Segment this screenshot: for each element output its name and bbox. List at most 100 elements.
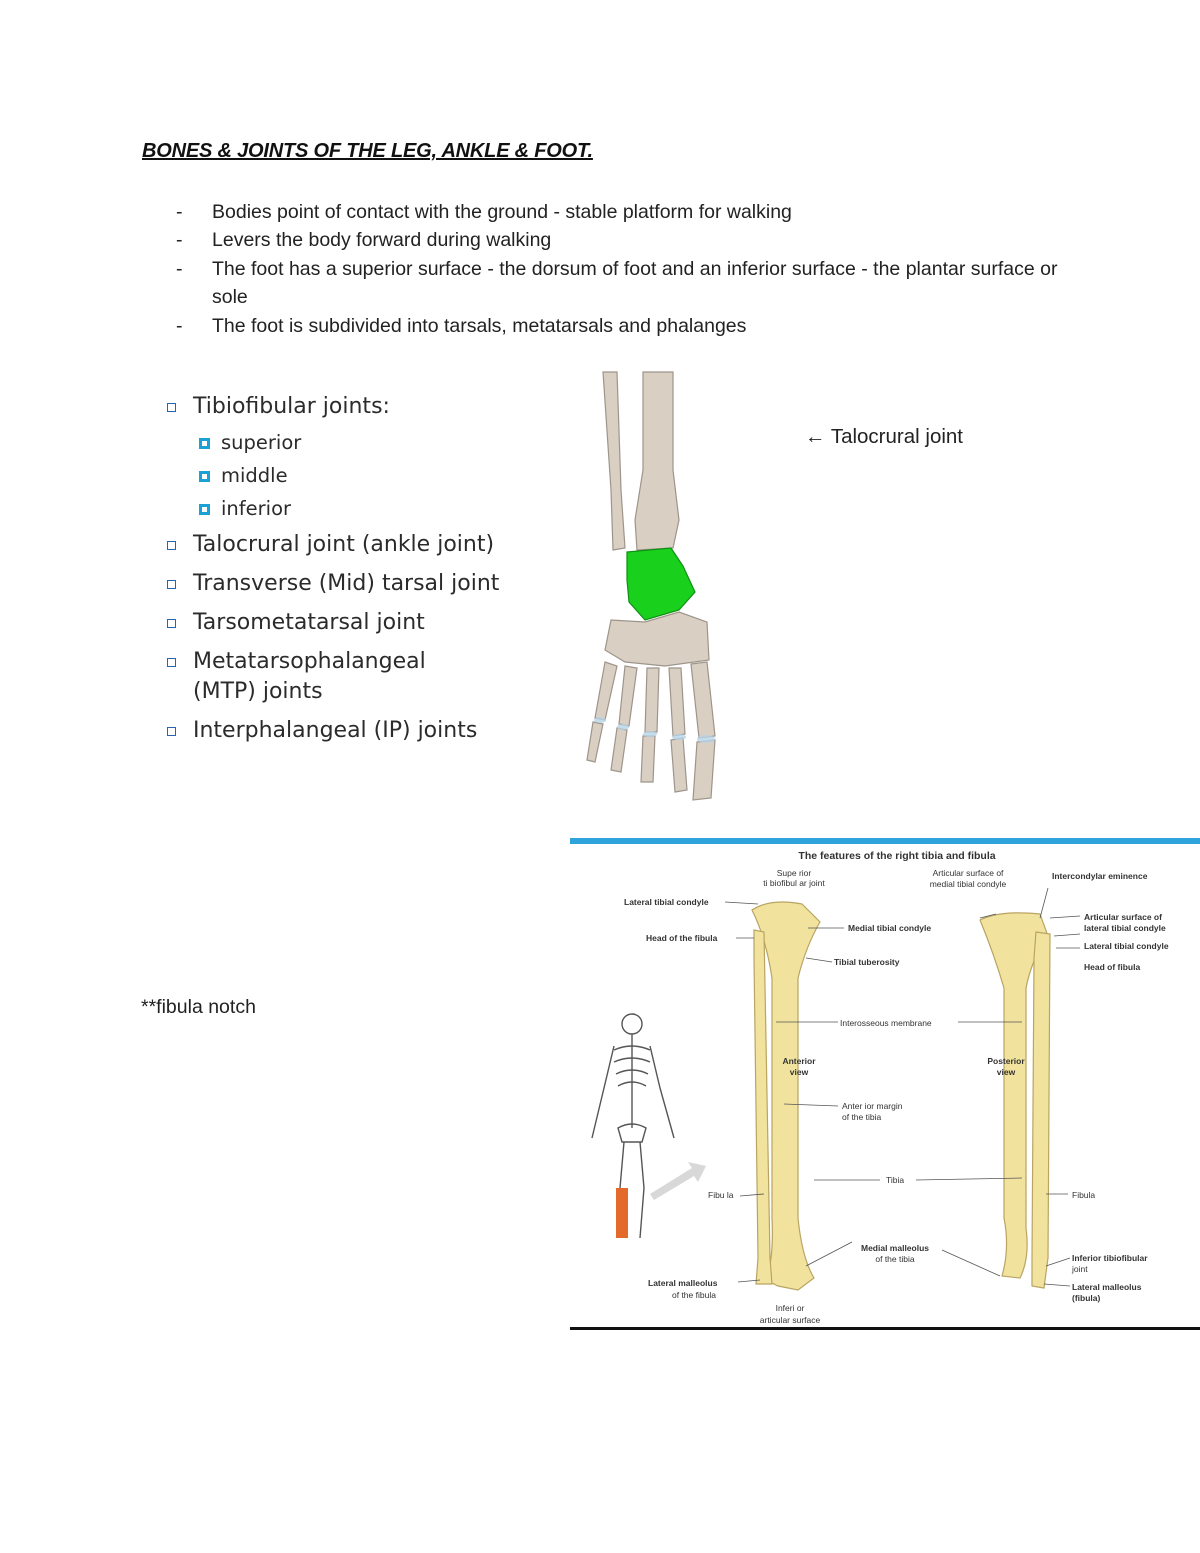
joints-list-figure: Tibiofibular joints: superior middle inf… (165, 392, 565, 746)
joint-cartilage (594, 717, 606, 723)
bullet-item: Bodies point of contact with the ground … (172, 198, 1072, 227)
label-posterior-view: Posterior (987, 1056, 1025, 1066)
joints-sub-item: inferior (165, 492, 565, 530)
square-bullet-icon (199, 471, 210, 482)
label-anterior-margin: Anter ior margin (842, 1101, 903, 1111)
square-bullet-icon (199, 504, 210, 515)
metatarsal-bone (618, 665, 638, 727)
talocrural-annotation: ← Talocrural joint (805, 425, 963, 448)
bullet-item: The foot is subdivided into tarsals, met… (172, 312, 1072, 341)
label-lateral-malleolus: Lateral malleolus (1072, 1282, 1142, 1292)
skeleton-thumbnail (591, 1013, 675, 1239)
metatarsal-bone (668, 667, 686, 737)
tarsal-bones (604, 611, 710, 667)
label-superior-tibiofibular: Supe rior (777, 868, 812, 878)
phalanx-bone (670, 737, 688, 793)
joints-list-heading: Tibiofibular joints: (193, 394, 390, 419)
fibula-note: **fibula notch (141, 996, 256, 1018)
joints-list-label: Talocrural joint (ankle joint) (193, 532, 495, 557)
joints-list-continuation: (MTP) joints (165, 677, 565, 716)
metatarsal-bone (644, 667, 660, 733)
label-lateral-malleolus: Lateral malleolus (648, 1278, 718, 1288)
label-inferior-tibiofibular: joint (1071, 1264, 1088, 1274)
label-posterior-view: view (997, 1067, 1016, 1077)
anterior-tibia-shape (751, 901, 821, 1291)
label-superior-tibiofibular: ti biofibul ar joint (763, 878, 825, 888)
label-lateral-malleolus: of the fibula (672, 1290, 716, 1300)
label-anterior-view: Anterior (782, 1056, 816, 1066)
square-bullet-icon (167, 727, 176, 736)
joint-cartilage (617, 724, 629, 730)
document-title: BONES & JOINTS OF THE LEG, ANKLE & FOOT. (142, 140, 593, 162)
joints-list-item: Tibiofibular joints: (165, 392, 565, 426)
label-lateral-malleolus: (fibula) (1072, 1293, 1100, 1303)
label-inferior-articular: articular surface (760, 1315, 821, 1325)
label-head-fibula: Head of fibula (1084, 962, 1140, 972)
metatarsal-bone (690, 661, 716, 739)
square-bullet-icon (167, 580, 176, 589)
square-bullet-icon (167, 619, 176, 628)
bullet-item: The foot has a superior surface - the do… (172, 255, 1072, 312)
label-articular-medial: medial tibial condyle (930, 879, 1007, 889)
phalanx-bone (586, 721, 604, 763)
tibia-fibula-figure: The features of the right tibia and fibu… (570, 838, 1200, 1330)
intro-bullet-list: Bodies point of contact with the ground … (172, 198, 1072, 340)
label-fibula: Fibu la (708, 1190, 734, 1200)
foot-skeleton-illustration (586, 371, 716, 801)
joints-list-item: Talocrural joint (ankle joint) (165, 530, 565, 569)
label-medial-tibial-condyle: Medial tibial condyle (848, 923, 931, 933)
joints-sub-label: superior (221, 431, 302, 454)
label-medial-malleolus: of the tibia (875, 1254, 914, 1264)
joints-list-label: Metatarsophalangeal (193, 649, 426, 674)
label-articular-medial: Articular surface of (933, 868, 1004, 878)
figure-top-bar (570, 838, 1200, 844)
joints-sub-label: inferior (221, 497, 292, 520)
joint-cartilage (643, 731, 657, 737)
label-articular-lateral: lateral tibial condyle (1084, 923, 1166, 933)
joints-list-label: Transverse (Mid) tarsal joint (193, 571, 500, 596)
joints-list-item: Interphalangeal (IP) joints (165, 716, 565, 746)
label-anterior-margin: of the tibia (842, 1112, 881, 1122)
label-lateral-tibial-condyle: Lateral tibial condyle (624, 897, 709, 907)
joints-list-label: Tarsometatarsal joint (193, 610, 425, 635)
label-inferior-tibiofibular: Inferior tibiofibular (1072, 1253, 1148, 1263)
anterior-fibula-shape (753, 929, 773, 1285)
talus-highlight (626, 547, 696, 621)
square-bullet-icon (167, 658, 176, 667)
label-interosseous: Interosseous membrane (840, 1018, 932, 1028)
joints-list-item: Tarsometatarsal joint (165, 608, 565, 647)
joints-sub-item: superior (165, 426, 565, 459)
pointer-arrow (650, 1162, 706, 1200)
label-tibial-tuberosity: Tibial tuberosity (834, 957, 900, 967)
leg-highlight (616, 1188, 628, 1238)
joints-sub-label: middle (221, 464, 288, 487)
joints-list-item: Transverse (Mid) tarsal joint (165, 569, 565, 608)
square-bullet-icon (199, 438, 210, 449)
tibia-shape (634, 371, 680, 551)
label-lateral-tibial-condyle: Lateral tibial condyle (1084, 941, 1169, 951)
joints-list-item: Metatarsophalangeal (165, 647, 565, 677)
posterior-tibia-shape (979, 912, 1049, 1279)
label-articular-lateral: Articular surface of (1084, 912, 1162, 922)
leader-lines (724, 887, 1081, 1287)
label-medial-malleolus: Medial malleolus (861, 1243, 929, 1253)
phalanx-bone (640, 735, 656, 783)
square-bullet-icon (167, 541, 176, 550)
joint-cartilage (697, 735, 715, 743)
label-tibia: Tibia (886, 1175, 904, 1185)
joints-sub-item: middle (165, 459, 565, 492)
label-head-fibula: Head of the fibula (646, 933, 718, 943)
phalanx-bone (692, 739, 716, 801)
square-bullet-icon (167, 403, 176, 412)
figure-title: The features of the right tibia and fibu… (798, 850, 995, 862)
bullet-item: Levers the body forward during walking (172, 226, 1072, 255)
figure-bottom-rule (570, 1327, 1200, 1330)
joints-list-label: (MTP) joints (193, 679, 323, 704)
posterior-fibula-shape (1031, 931, 1051, 1289)
label-inferior-articular: Inferi or (776, 1303, 805, 1313)
phalanx-bone (610, 727, 628, 773)
joints-list-label: Interphalangeal (IP) joints (193, 718, 478, 743)
label-fibula: Fibula (1072, 1190, 1095, 1200)
metatarsal-bone (594, 661, 618, 721)
